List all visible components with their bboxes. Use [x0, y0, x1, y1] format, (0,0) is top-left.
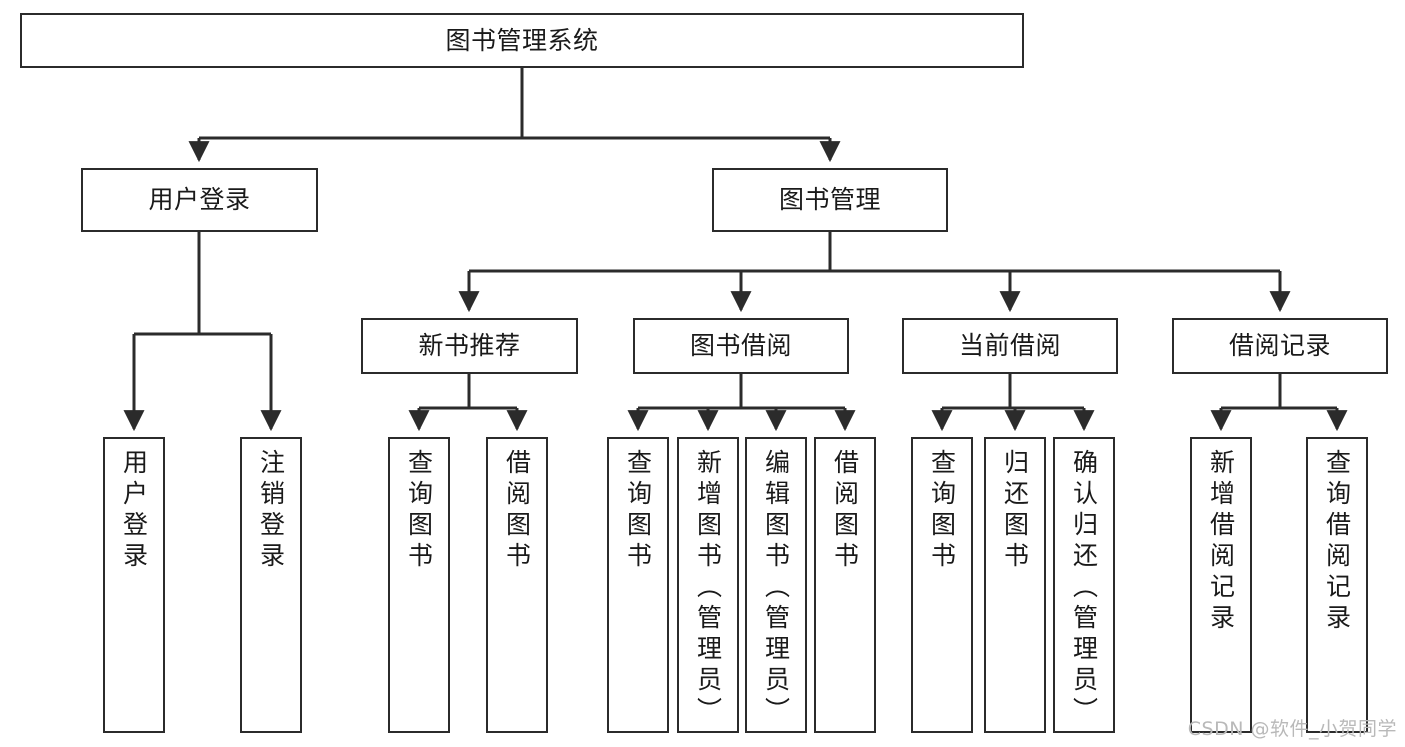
node-leaf-borrow-book-rec-label: 借阅图书 — [502, 449, 532, 573]
node-leaf-add-borrow-record[interactable]: 新增借阅记录 — [1190, 437, 1252, 733]
node-new-book-rec-label: 新书推荐 — [418, 331, 521, 361]
node-borrow-record[interactable]: 借阅记录 — [1172, 318, 1388, 374]
node-book-borrow[interactable]: 图书借阅 — [633, 318, 849, 374]
node-root[interactable]: 图书管理系统 — [20, 13, 1024, 68]
node-current-borrow[interactable]: 当前借阅 — [902, 318, 1118, 374]
node-leaf-borrow-book[interactable]: 借阅图书 — [814, 437, 876, 733]
node-leaf-query-book-rec[interactable]: 查询图书 — [388, 437, 450, 733]
node-leaf-query-borrow-record[interactable]: 查询借阅记录 — [1306, 437, 1368, 733]
node-leaf-user-logout[interactable]: 注销登录 — [240, 437, 302, 733]
node-leaf-query-borrow-record-label: 查询借阅记录 — [1322, 449, 1352, 635]
node-book-borrow-label: 图书借阅 — [689, 331, 792, 361]
node-leaf-confirm-return-admin[interactable]: 确认归还（管理员） — [1053, 437, 1115, 733]
node-leaf-borrow-book-rec[interactable]: 借阅图书 — [486, 437, 548, 733]
node-user-login-label: 用户登录 — [148, 185, 251, 215]
node-leaf-return-book[interactable]: 归还图书 — [984, 437, 1046, 733]
node-leaf-edit-book-admin-label: 编辑图书（管理员） — [761, 449, 791, 728]
node-leaf-query-book-current[interactable]: 查询图书 — [911, 437, 973, 733]
node-leaf-add-book-admin[interactable]: 新增图书（管理员） — [677, 437, 739, 733]
node-leaf-user-login[interactable]: 用户登录 — [103, 437, 165, 733]
node-user-login[interactable]: 用户登录 — [81, 168, 318, 232]
node-borrow-record-label: 借阅记录 — [1228, 331, 1331, 361]
node-leaf-query-book-borrow-label: 查询图书 — [623, 449, 653, 573]
node-leaf-user-logout-label: 注销登录 — [256, 449, 286, 573]
node-leaf-add-borrow-record-label: 新增借阅记录 — [1206, 449, 1236, 635]
node-leaf-query-book-rec-label: 查询图书 — [404, 449, 434, 573]
node-leaf-query-book-current-label: 查询图书 — [927, 449, 957, 573]
node-book-manage[interactable]: 图书管理 — [712, 168, 948, 232]
node-leaf-add-book-admin-label: 新增图书（管理员） — [693, 449, 723, 728]
node-leaf-return-book-label: 归还图书 — [1000, 449, 1030, 573]
node-leaf-user-login-label: 用户登录 — [119, 449, 149, 573]
node-leaf-confirm-return-admin-label: 确认归还（管理员） — [1069, 449, 1099, 728]
node-book-manage-label: 图书管理 — [778, 185, 881, 215]
node-new-book-rec[interactable]: 新书推荐 — [361, 318, 578, 374]
node-current-borrow-label: 当前借阅 — [958, 331, 1061, 361]
node-leaf-borrow-book-label: 借阅图书 — [830, 449, 860, 573]
node-leaf-query-book-borrow[interactable]: 查询图书 — [607, 437, 669, 733]
node-leaf-edit-book-admin[interactable]: 编辑图书（管理员） — [745, 437, 807, 733]
watermark-text: CSDN @软件_小贺同学 — [1187, 718, 1397, 740]
node-root-label: 图书管理系统 — [445, 25, 599, 55]
